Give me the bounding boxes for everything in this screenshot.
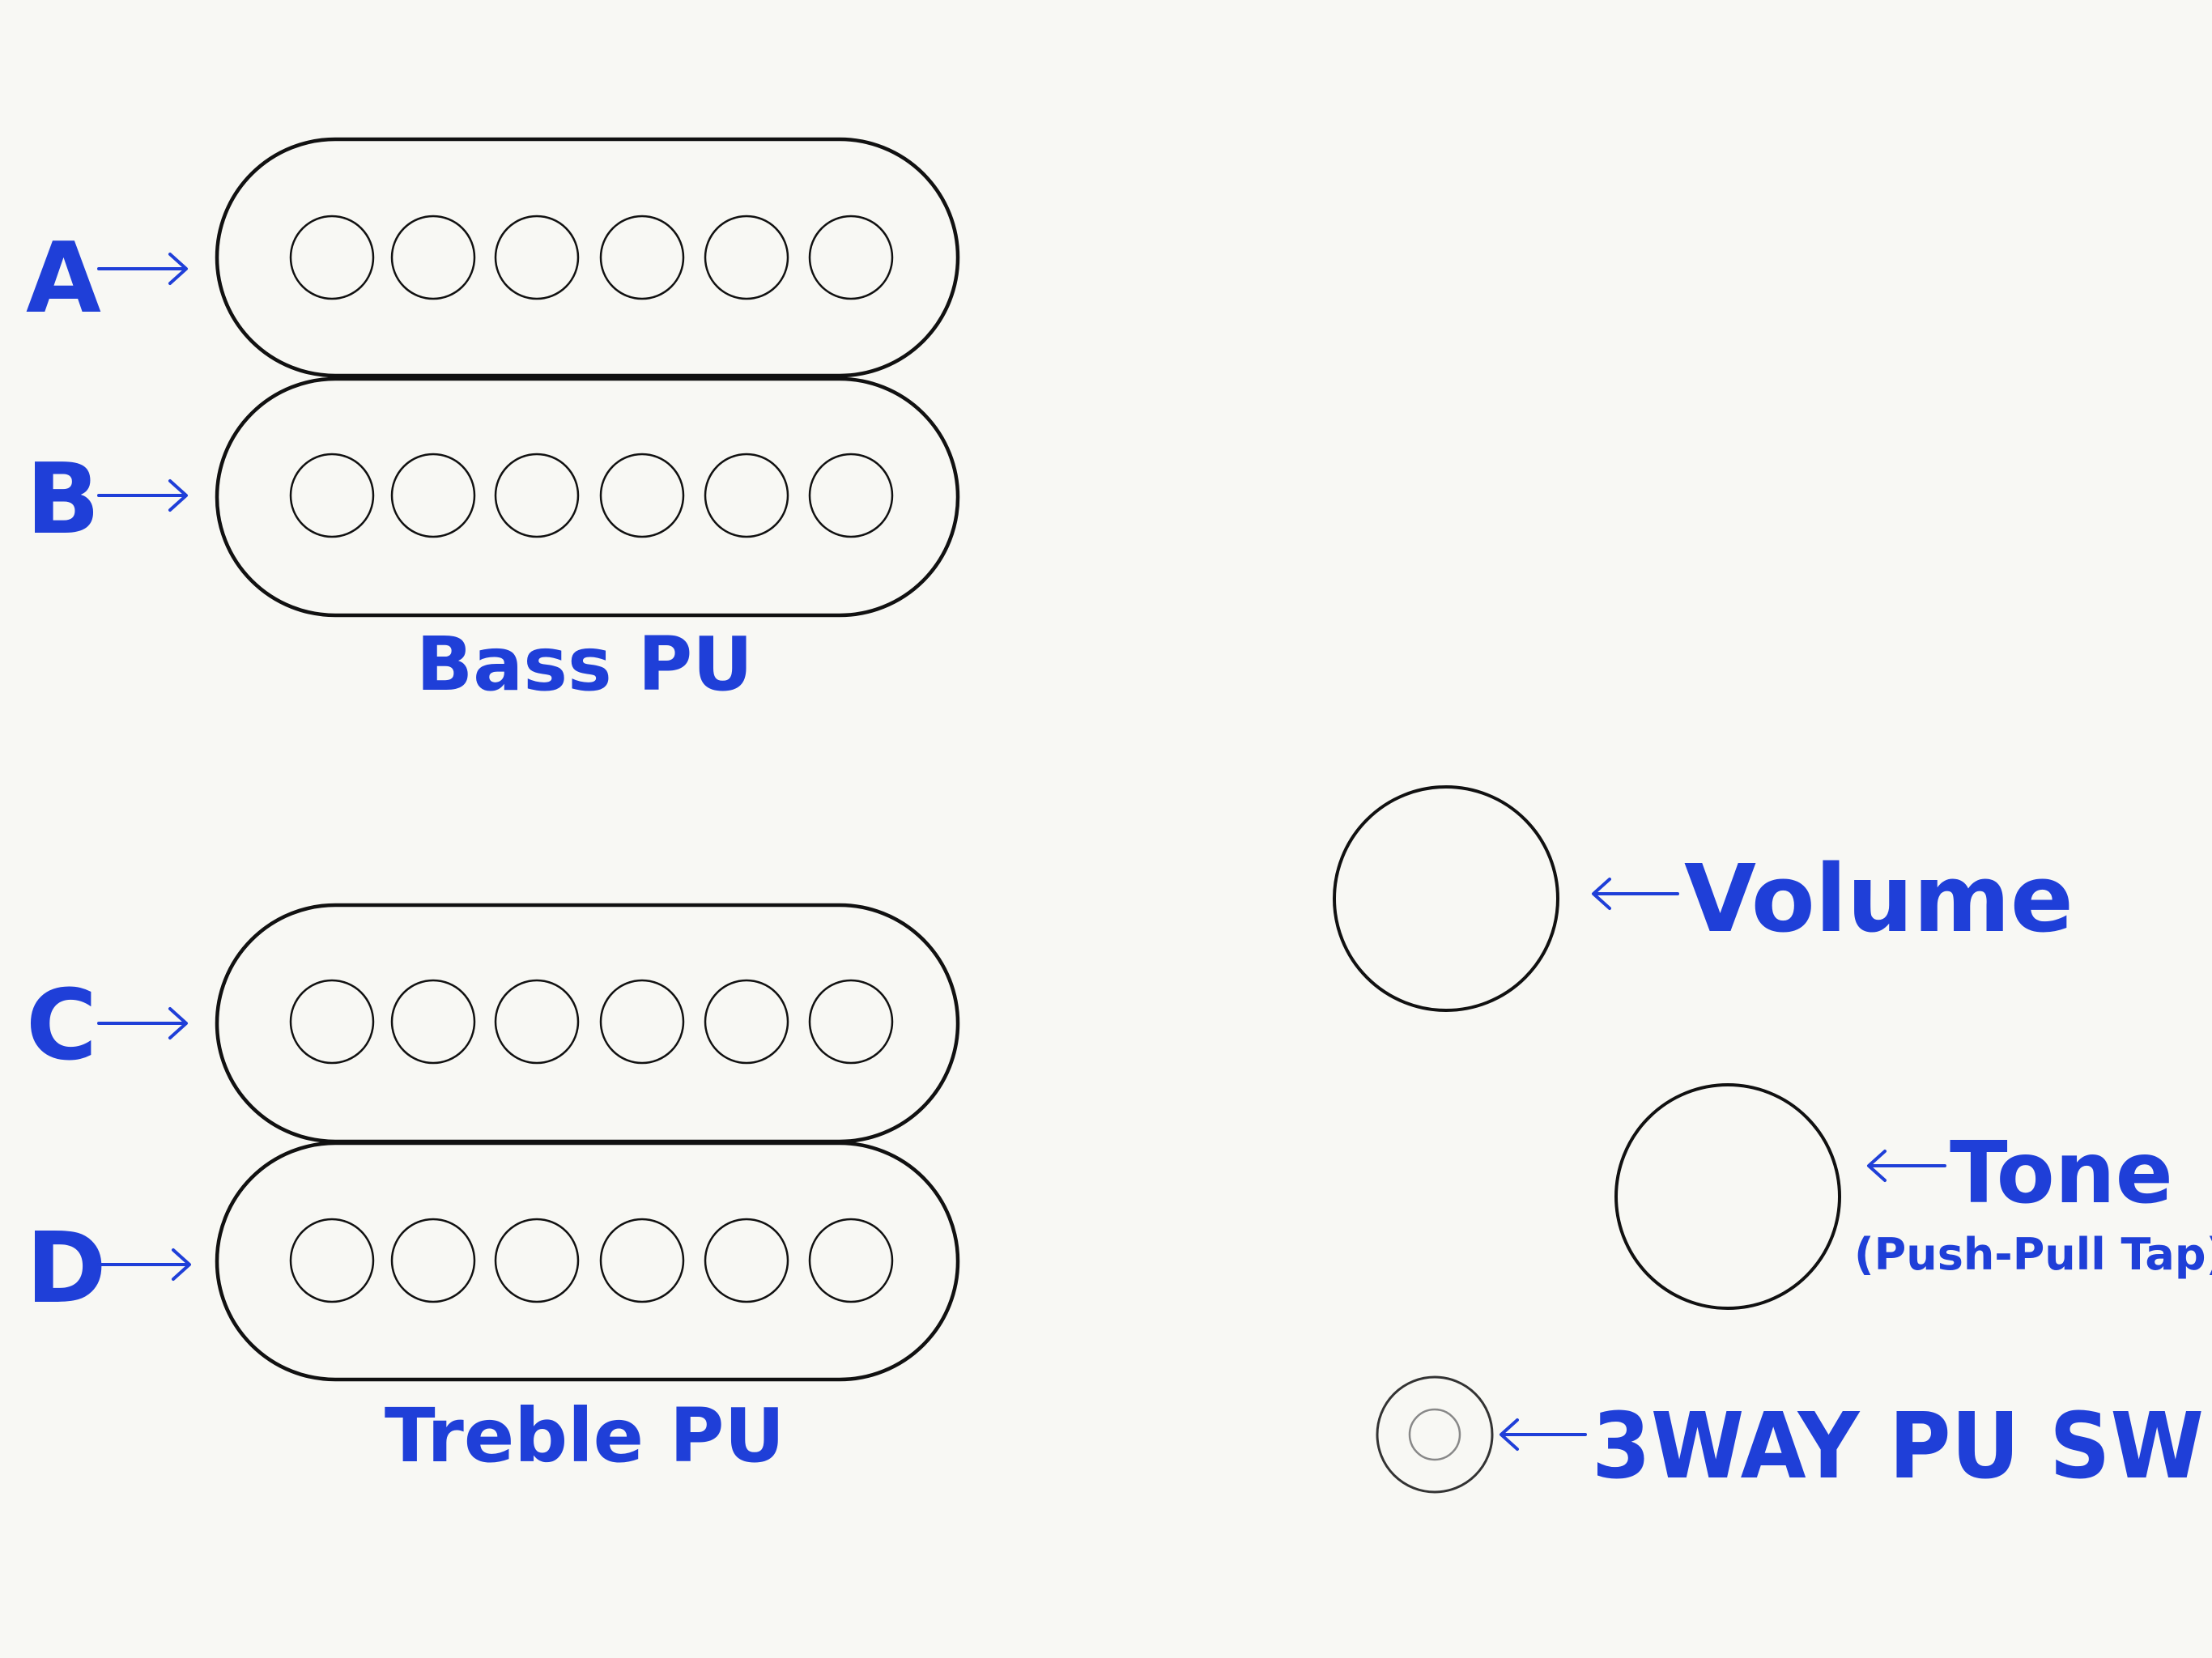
coil-d-outline: [215, 1141, 960, 1382]
pole-piece-5: [704, 453, 789, 538]
coil-c-poles: [289, 979, 894, 1065]
pole-piece-1: [289, 979, 375, 1065]
pole-piece-4: [599, 453, 685, 538]
pole-piece-2: [390, 1218, 476, 1303]
coil-label-a: A: [26, 223, 101, 335]
pole-piece-6: [808, 215, 894, 300]
pickup-switch-tip: [1408, 1408, 1461, 1461]
pole-piece-6: [808, 1218, 894, 1303]
pole-piece-3: [494, 1218, 580, 1303]
pole-piece-2: [390, 979, 476, 1065]
tone-sublabel: (Push-Pull Tap): [1854, 1229, 2212, 1280]
pole-piece-1: [289, 1218, 375, 1303]
pole-piece-4: [599, 1218, 685, 1303]
pole-piece-5: [704, 979, 789, 1065]
pole-piece-5: [704, 215, 789, 300]
arrow-left-icon: [1867, 1150, 1946, 1182]
bass-pickup-label: Bass PU: [416, 621, 753, 708]
treble-pickup-label: Treble PU: [385, 1392, 785, 1479]
coil-label-d: D: [26, 1213, 107, 1325]
pole-piece-3: [494, 215, 580, 300]
coil-b-outline: [215, 376, 960, 618]
coil-label-c: C: [26, 970, 97, 1082]
volume-label: Volume: [1684, 845, 2074, 954]
bass-pickup: [215, 137, 960, 618]
coil-d-poles: [289, 1218, 894, 1303]
volume-knob: [1333, 785, 1559, 1012]
pole-piece-3: [494, 979, 580, 1065]
arrow-left-icon: [1592, 878, 1679, 910]
pole-piece-2: [390, 215, 476, 300]
arrow-left-icon: [1499, 1418, 1587, 1451]
coil-b-poles: [289, 453, 894, 538]
pole-piece-3: [494, 453, 580, 538]
arrow-right-icon: [97, 1248, 191, 1281]
coil-label-b: B: [26, 444, 100, 556]
pole-piece-2: [390, 453, 476, 538]
arrow-right-icon: [97, 479, 188, 512]
switch-label: 3WAY PU SW: [1592, 1394, 2204, 1499]
coil-a-outline: [215, 137, 960, 378]
arrow-right-icon: [97, 253, 188, 285]
coil-a-poles: [289, 215, 894, 300]
pole-piece-1: [289, 453, 375, 538]
pole-piece-6: [808, 979, 894, 1065]
pole-piece-5: [704, 1218, 789, 1303]
tone-label: Tone: [1950, 1124, 2173, 1222]
coil-c-outline: [215, 903, 960, 1144]
pickup-switch: [1376, 1375, 1494, 1494]
treble-pickup: [215, 903, 960, 1382]
arrow-right-icon: [97, 1007, 188, 1039]
pole-piece-4: [599, 979, 685, 1065]
pole-piece-1: [289, 215, 375, 300]
pole-piece-6: [808, 453, 894, 538]
tone-knob: [1614, 1083, 1841, 1310]
pole-piece-4: [599, 215, 685, 300]
